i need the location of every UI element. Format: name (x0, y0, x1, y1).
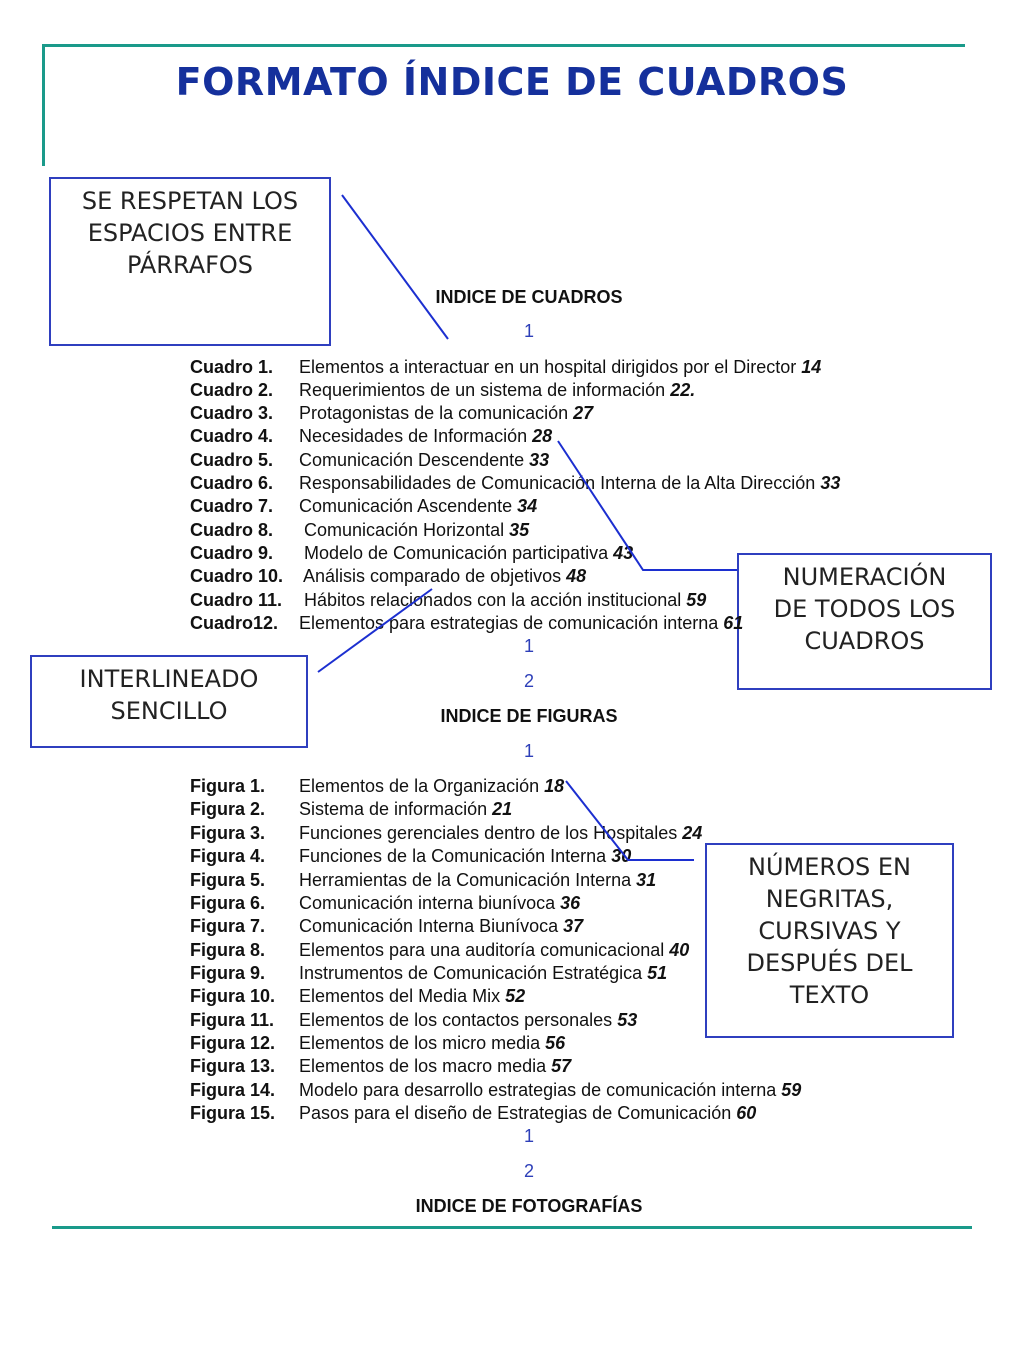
cuadro-entry: Cuadro 4.Necesidades de Información 28 (190, 426, 553, 446)
page-title: FORMATO ÍNDICE DE CUADROS (175, 60, 849, 104)
cuadro-entry: Cuadro 6.Responsabilidades de Comunicaci… (190, 473, 841, 493)
figura-entry: Figura 3.Funciones gerenciales dentro de… (190, 823, 703, 843)
figura-entry: Figura 13.Elementos de los macro media 5… (190, 1056, 572, 1076)
callout-interlineado: INTERLINEADO SENCILLO (30, 655, 308, 748)
cuadro-entry: Cuadro 8. Comunicación Horizontal 35 (190, 520, 530, 540)
cuadro-entry: Cuadro 9. Modelo de Comunicación partici… (190, 543, 634, 563)
blank-paragraph-marker: 1 (523, 321, 534, 341)
figura-entry: Figura 5.Herramientas de la Comunicación… (190, 870, 657, 890)
callout-line: CURSIVAS Y (758, 917, 901, 945)
cuadros-heading: INDICE DE CUADROS (435, 287, 623, 307)
callout-line: CUADROS (804, 627, 925, 655)
figura-entry: Figura 4.Funciones de la Comunicación In… (190, 846, 632, 866)
blank-paragraph-marker: 2 (523, 671, 534, 691)
figuras-heading: INDICE DE FIGURAS (440, 706, 618, 726)
cuadro-entry: Cuadro 1.Elementos a interactuar en un h… (190, 357, 822, 377)
top-rule (42, 44, 965, 47)
blank-paragraph-marker: 2 (523, 1161, 534, 1181)
blank-paragraph-marker: 1 (523, 1126, 534, 1146)
callout-line: NEGRITAS, (765, 885, 894, 913)
bottom-rule (52, 1226, 972, 1229)
callout-line: ESPACIOS ENTRE (87, 219, 293, 247)
cuadro-entry: Cuadro12.Elementos para estrategias de c… (190, 613, 744, 633)
callout-line: INTERLINEADO (79, 665, 259, 693)
figura-entry: Figura 1.Elementos de la Organización 18 (190, 776, 565, 796)
cuadro-entry: Cuadro 2.Requerimientos de un sistema de… (190, 380, 696, 400)
fotografias-heading: INDICE DE FOTOGRAFÍAS (415, 1196, 643, 1216)
cuadro-entry: Cuadro 10. Análisis comparado de objetiv… (190, 566, 587, 586)
figura-entry: Figura 2.Sistema de información 21 (190, 799, 513, 819)
callout-line: DE TODOS LOS (773, 595, 956, 623)
callout-line: TEXTO (789, 981, 870, 1009)
blank-paragraph-marker: 1 (523, 636, 534, 656)
callout-espacios: SE RESPETAN LOS ESPACIOS ENTRE PÁRRAFOS (49, 177, 331, 346)
callout-line: SE RESPETAN LOS (81, 187, 299, 215)
figura-entry: Figura 15.Pasos para el diseño de Estrat… (190, 1103, 757, 1123)
callout-line: DESPUÉS DEL (746, 949, 913, 977)
cuadro-entry: Cuadro 7.Comunicación Ascendente 34 (190, 496, 538, 516)
figura-entry: Figura 9.Instrumentos de Comunicación Es… (190, 963, 668, 983)
figura-entry: Figura 12.Elementos de los micro media 5… (190, 1033, 566, 1053)
callout-line: NUMERACIÓN (782, 563, 947, 591)
callout-line: PÁRRAFOS (126, 251, 254, 279)
callout-line: NÚMEROS EN (748, 853, 911, 881)
cuadro-entry: Cuadro 5.Comunicación Descendente 33 (190, 450, 550, 470)
cuadro-entry: Cuadro 11. Hábitos relacionados con la a… (190, 590, 707, 610)
figura-entry: Figura 14.Modelo para desarrollo estrate… (190, 1080, 802, 1100)
callout-numeros: NÚMEROS EN NEGRITAS, CURSIVAS Y DESPUÉS … (705, 843, 954, 1038)
callout-line: SENCILLO (110, 697, 228, 725)
blank-paragraph-marker: 1 (523, 741, 534, 761)
leader-line-espacios (341, 194, 449, 340)
figura-entry: Figura 6.Comunicación interna biunívoca … (190, 893, 581, 913)
figura-entry: Figura 10.Elementos del Media Mix 52 (190, 986, 526, 1006)
figura-entry: Figura 11.Elementos de los contactos per… (190, 1010, 638, 1030)
left-rule (42, 44, 45, 166)
figura-entry: Figura 8.Elementos para una auditoría co… (190, 940, 690, 960)
callout-numeracion: NUMERACIÓN DE TODOS LOS CUADROS (737, 553, 992, 690)
figura-entry: Figura 7.Comunicación Interna Biunívoca … (190, 916, 584, 936)
cuadro-entry: Cuadro 3.Protagonistas de la comunicació… (190, 403, 594, 423)
